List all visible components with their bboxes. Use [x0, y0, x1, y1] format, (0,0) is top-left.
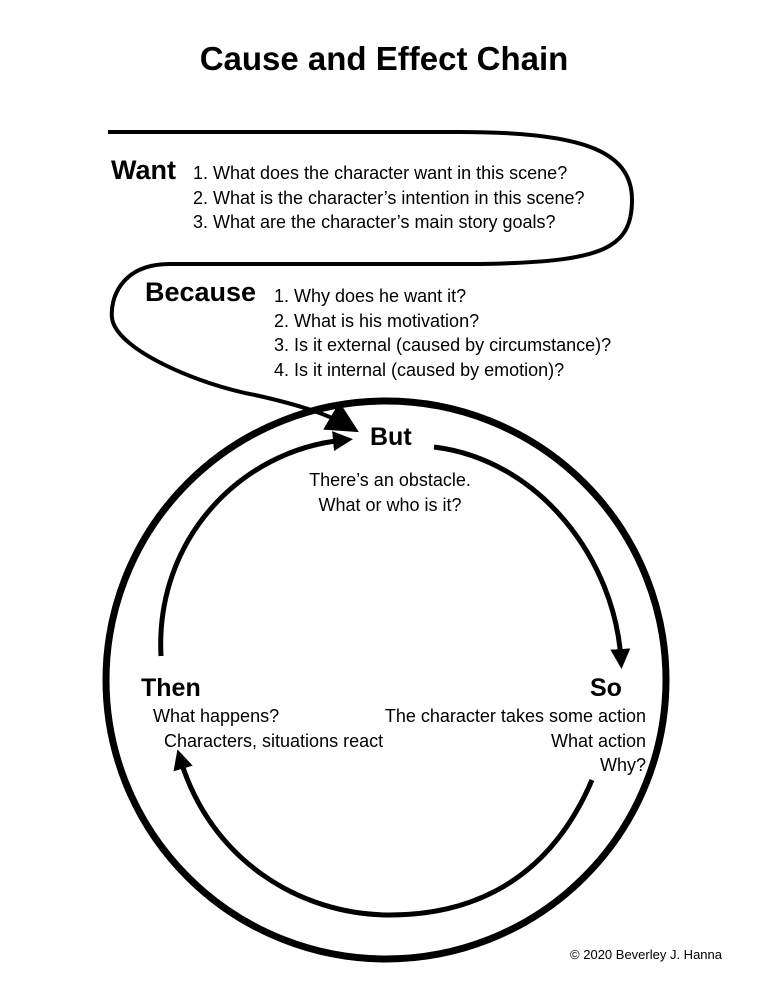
want-questions: 1. What does the character want in this …	[193, 161, 585, 235]
then-line: Characters, situations react	[164, 730, 384, 751]
so-line: What action	[550, 730, 646, 751]
but-line: There’s an obstacle.	[309, 470, 471, 490]
then-heading: Then	[141, 674, 201, 702]
because-heading: Because	[145, 277, 257, 307]
so-to-then-arrow	[173, 749, 595, 918]
want-heading: Want	[111, 155, 176, 185]
because-question: 3. Is it external (caused by circumstanc…	[274, 335, 612, 355]
then-to-but-arrow	[158, 431, 353, 657]
but-to-so-arrow	[433, 444, 631, 669]
then-line: What happens?	[153, 706, 280, 726]
because-question: 2. What is his motivation?	[274, 310, 480, 331]
so-heading: So	[590, 674, 622, 702]
want-because-connector	[108, 130, 635, 433]
but-description: There’s an obstacle. What or who is it?	[290, 468, 490, 517]
want-question: 1. What does the character want in this …	[193, 163, 568, 183]
outer-cycle-circle	[102, 397, 670, 963]
want-question: 2. What is the character’s intention in …	[193, 187, 585, 208]
so-line: Why?	[599, 755, 646, 775]
because-question: 4. Is it internal (caused by emotion)?	[274, 359, 565, 380]
copyright-notice: © 2020 Beverley J. Hanna	[570, 947, 722, 962]
page-title: Cause and Effect Chain	[199, 40, 569, 77]
because-question: 1. Why does he want it?	[274, 286, 467, 306]
want-question: 3. What are the character’s main story g…	[193, 212, 556, 232]
but-heading: But	[370, 423, 412, 451]
so-description: The character takes some action What act…	[385, 704, 646, 778]
because-questions: 1. Why does he want it? 2. What is his m…	[274, 284, 611, 382]
so-line: The character takes some action	[384, 706, 646, 726]
then-description: What happens? Characters, situations rea…	[153, 704, 383, 753]
but-line: What or who is it?	[318, 494, 462, 515]
